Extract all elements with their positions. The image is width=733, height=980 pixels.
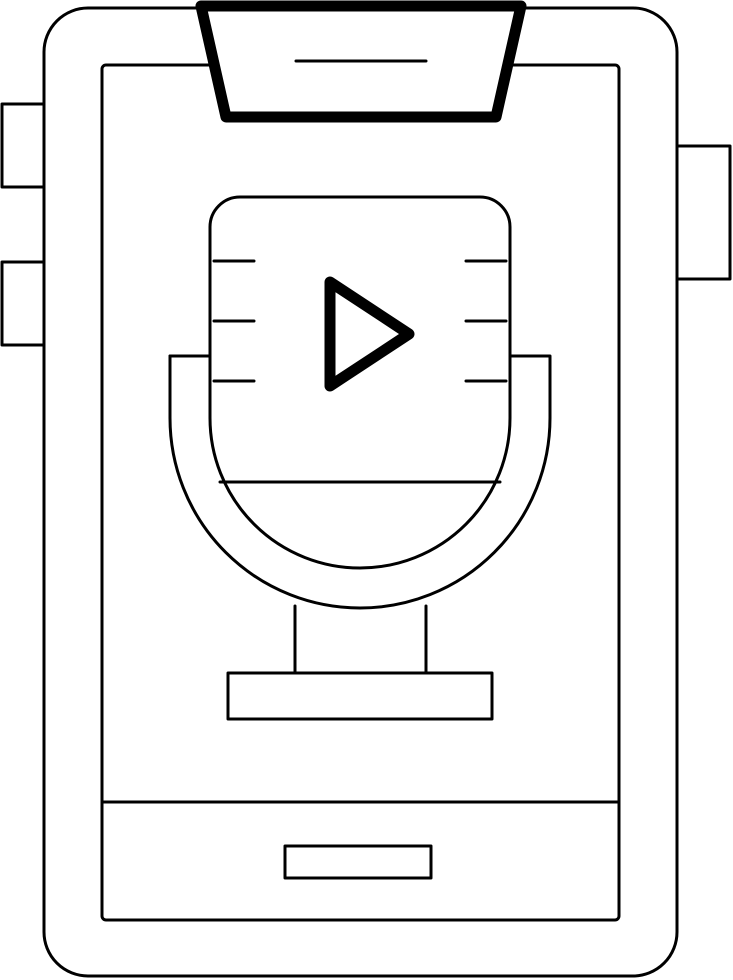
side-button-left-lower <box>0 260 46 347</box>
play-icon <box>324 276 415 392</box>
side-button-right <box>675 144 732 281</box>
microphone-icon <box>208 195 512 570</box>
microphone-holder <box>168 354 552 610</box>
stand-base <box>226 671 494 721</box>
home-button-icon <box>283 844 433 880</box>
side-button-left-upper <box>0 102 46 189</box>
